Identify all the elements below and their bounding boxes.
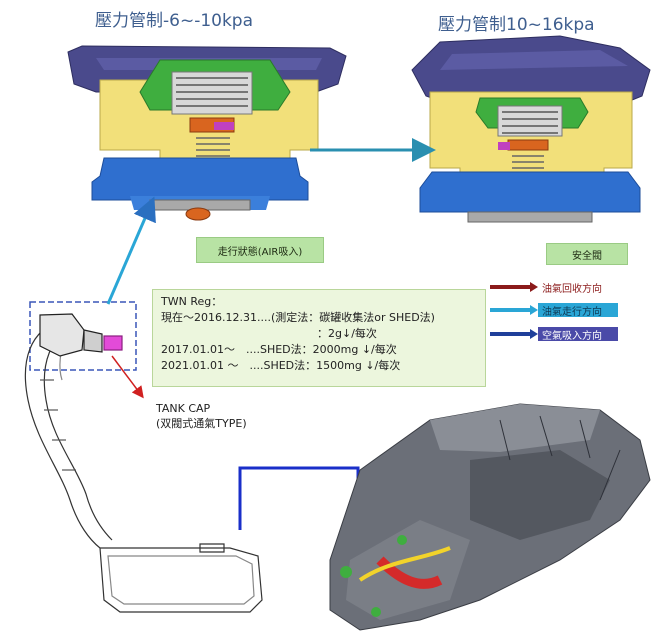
left-diagram-title: 壓力管制-6~-10kpa xyxy=(95,11,254,31)
right-diagram-title: 壓力管制10~16kpa xyxy=(438,15,595,35)
left-cap-cross-section xyxy=(67,45,347,221)
zoom-arrow xyxy=(106,196,156,305)
tank-cap-label: TANK CAP (双閥式通氣TYPE) xyxy=(156,402,247,430)
left-state-label: 走行狀態(AIR吸入) xyxy=(196,237,324,263)
regulation-line: ：2g↓/每次 xyxy=(317,327,377,340)
right-state-label: 安全閥 xyxy=(546,243,628,265)
engine-illustration xyxy=(329,403,651,631)
legend-air-label: 空氣吸入方向 xyxy=(542,331,602,342)
legend-arrows xyxy=(490,282,618,341)
regulation-line: 現在～2016.12.31....(測定法：碳罐收集法or SHED法) xyxy=(161,311,435,324)
link-line xyxy=(238,466,360,530)
legend-recovery-label: 油氣回收方向 xyxy=(542,284,602,295)
legend-travel-label: 油氣走行方向 xyxy=(542,307,602,318)
cap-highlight-box xyxy=(29,301,137,371)
regulation-box: TWN Reg： 現在～2016.12.31....(測定法：碳罐收集法or S… xyxy=(152,289,486,387)
regulation-line: 2021.01.01 ～ ....SHED法：1500mg ↓/每次 xyxy=(161,359,401,372)
regulation-line: 2017.01.01～ ....SHED法：2000mg ↓/每次 xyxy=(161,343,397,356)
right-cap-cross-section xyxy=(411,35,651,223)
regulation-heading: TWN Reg： xyxy=(161,295,223,308)
fuel-filler-drawing xyxy=(24,313,263,613)
tank-cap-arrow xyxy=(111,355,144,399)
